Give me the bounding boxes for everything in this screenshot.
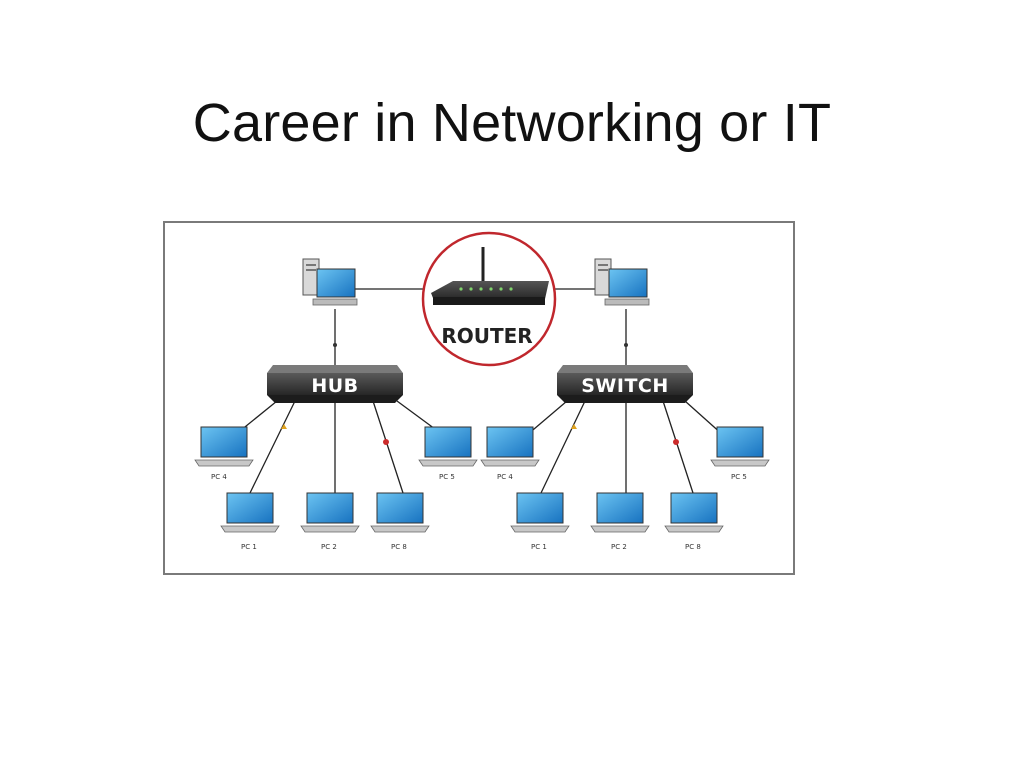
hub-laptop-pc1: PC 1 [220,492,280,551]
pc-label: PC 5 [731,473,747,481]
server-pc-left-icon [302,258,358,306]
pc-label: PC 8 [391,543,407,551]
network-diagram-svg: ROUTER HUB SWITCH PC 4 PC 1 [194,231,770,551]
server-pc-right-icon [594,258,650,306]
switch-laptop-pc1: PC 1 [510,492,570,551]
laptop-icon [306,492,354,524]
pc-label: PC 2 [321,543,337,551]
switch-laptop-pc8: PC 8 [664,492,724,551]
packet-marker [383,439,389,445]
pc-label: PC 4 [211,473,227,481]
laptop-icon [200,426,248,458]
switch-laptop-pc4: PC 4 [480,426,540,481]
router-label: ROUTER [441,324,532,348]
hub-links [234,400,436,494]
router: ROUTER [421,231,557,367]
hub-laptop-pc2: PC 2 [300,492,360,551]
router-icon [431,281,549,305]
laptop-icon [670,492,718,524]
packet-marker [673,439,679,445]
switch-label: SWITCH [581,375,669,397]
laptop-icon [226,492,274,524]
switch-links [526,400,724,494]
laptop-icon [596,492,644,524]
switch-device: SWITCH [557,365,693,403]
laptop-icon [424,426,472,458]
pc-label: PC 1 [531,543,547,551]
switch-laptop-pc2: PC 2 [590,492,650,551]
laptop-icon [376,492,424,524]
laptop-icon [516,492,564,524]
hub-laptop-pc4: PC 4 [194,426,254,481]
laptop-icon [486,426,534,458]
laptop-icon [716,426,764,458]
link-dot [333,343,337,347]
pc-label: PC 2 [611,543,627,551]
switch-laptop-pc5: PC 5 [710,426,770,481]
hub-laptop-pc8: PC 8 [370,492,430,551]
network-diagram: ROUTER HUB SWITCH PC 4 PC 1 [163,221,795,575]
pc-label: PC 5 [439,473,455,481]
link-dot [624,343,628,347]
pc-label: PC 8 [685,543,701,551]
pc-label: PC 1 [241,543,257,551]
pc-label: PC 4 [497,473,513,481]
hub-laptop-pc5: PC 5 [418,426,478,481]
packet-marker [281,424,287,429]
hub-device: HUB [267,365,403,403]
slide-title: Career in Networking or IT [192,93,832,153]
packet-marker [571,424,577,429]
hub-label: HUB [311,375,358,397]
